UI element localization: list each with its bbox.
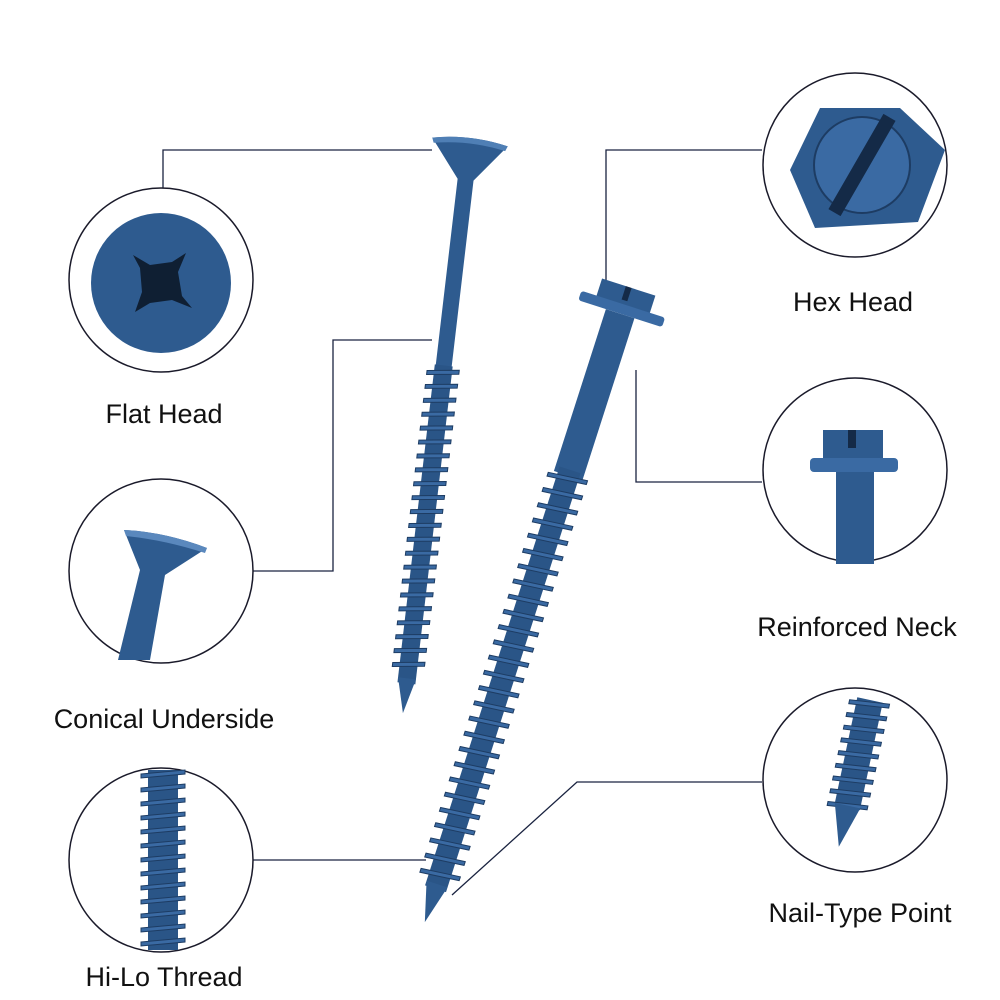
- thread-ridge: [546, 471, 589, 486]
- leader-lines: [162, 149, 762, 896]
- leader-flat-head: [162, 149, 432, 188]
- thread-ridge: [398, 606, 433, 612]
- thread-ridge: [837, 750, 880, 760]
- thread-ridge: [831, 775, 874, 785]
- thread-ridge: [424, 383, 459, 389]
- thread-ridge: [458, 745, 501, 760]
- thread-ridge: [834, 762, 877, 773]
- hex-head-detail: [790, 108, 945, 228]
- thread-ridge: [140, 839, 186, 849]
- leader-hex-head: [605, 149, 762, 288]
- thread-ridge: [408, 522, 442, 528]
- thread-ridge: [409, 508, 444, 515]
- thread-ridge: [453, 761, 496, 775]
- thread-ridge: [140, 769, 186, 779]
- thread-ridge: [393, 647, 428, 654]
- thread-ridge: [438, 806, 481, 821]
- label-hi-lo-thread: Hi-Lo Thread: [85, 962, 243, 992]
- thread-ridge: [468, 715, 510, 729]
- thread-ridge: [411, 494, 446, 501]
- thread-ridge: [507, 593, 550, 608]
- thread-ridge: [140, 797, 186, 807]
- thread-ridge: [424, 852, 466, 866]
- thread-ridge: [404, 550, 439, 556]
- label-conical-underside: Conical Underside: [53, 704, 275, 734]
- thread-ridge: [473, 700, 515, 714]
- thread-ridge: [412, 481, 447, 487]
- thread-ridge: [848, 699, 891, 709]
- label-flat-head: Flat Head: [105, 399, 223, 429]
- label-hex-head: Hex Head: [792, 287, 914, 317]
- thread-ridge: [140, 783, 186, 793]
- leader-conical-underside: [253, 339, 432, 572]
- thread-ridge: [433, 822, 476, 836]
- thread-ridge: [531, 517, 574, 531]
- thread-ridge: [497, 624, 540, 638]
- nail-type-point-detail: [826, 697, 891, 847]
- thread-ridge: [502, 608, 545, 623]
- thread-ridge: [422, 397, 457, 403]
- thread-ridge: [477, 685, 520, 699]
- thread-ridge: [140, 909, 186, 919]
- thread-ridge: [421, 411, 455, 417]
- thread-ridge: [482, 669, 525, 684]
- thread-ridge: [396, 620, 431, 626]
- thread-ridge: [391, 661, 426, 668]
- thread-ridge: [845, 711, 888, 722]
- thread-ridge: [140, 923, 186, 933]
- conical-underside-detail: [118, 530, 207, 660]
- thread-ridge: [517, 563, 559, 577]
- thread-ridge: [403, 564, 437, 570]
- thread-ridge: [426, 369, 460, 376]
- thread-ridge: [463, 730, 506, 745]
- thread-ridge: [140, 811, 186, 821]
- leader-reinforced-neck: [635, 370, 762, 483]
- thread-ridge: [140, 895, 186, 905]
- thread-ridge: [416, 453, 451, 459]
- thread-ridge: [394, 633, 429, 640]
- thread-ridge: [417, 439, 452, 445]
- thread-ridge: [840, 737, 883, 747]
- thread-ridge: [140, 937, 186, 947]
- thread-ridge: [443, 791, 486, 806]
- thread-ridge: [829, 788, 872, 798]
- thread-ridge: [842, 724, 885, 735]
- thread-ridge: [140, 867, 186, 877]
- flat-head-screw: [391, 136, 508, 714]
- thread-ridge: [492, 639, 535, 653]
- label-reinforced-neck: Reinforced Neck: [757, 612, 957, 642]
- thread-ridge: [428, 837, 471, 851]
- thread-ridge: [419, 867, 462, 882]
- thread-ridge: [512, 578, 554, 592]
- label-nail-type-point: Nail-Type Point: [768, 898, 952, 928]
- thread-ridge: [448, 776, 491, 790]
- leader-nail-type-point: [451, 781, 762, 896]
- hi-lo-thread-detail: [140, 769, 186, 950]
- thread-ridge: [536, 502, 579, 516]
- thread-ridge: [399, 592, 434, 598]
- thread-ridge: [140, 825, 186, 835]
- thread-ridge: [401, 578, 436, 584]
- thread-ridge: [406, 536, 441, 542]
- thread-ridge: [419, 425, 454, 431]
- flat-head-detail: [91, 213, 231, 353]
- thread-ridge: [414, 467, 449, 473]
- thread-ridge: [526, 532, 569, 547]
- thread-ridge: [487, 654, 530, 668]
- thread-ridge: [140, 881, 186, 891]
- reinforced-neck-detail: [810, 430, 898, 564]
- thread-ridge: [541, 486, 584, 501]
- hex-head-screw: [419, 278, 665, 923]
- thread-ridge: [140, 853, 186, 863]
- thread-ridge: [521, 547, 564, 562]
